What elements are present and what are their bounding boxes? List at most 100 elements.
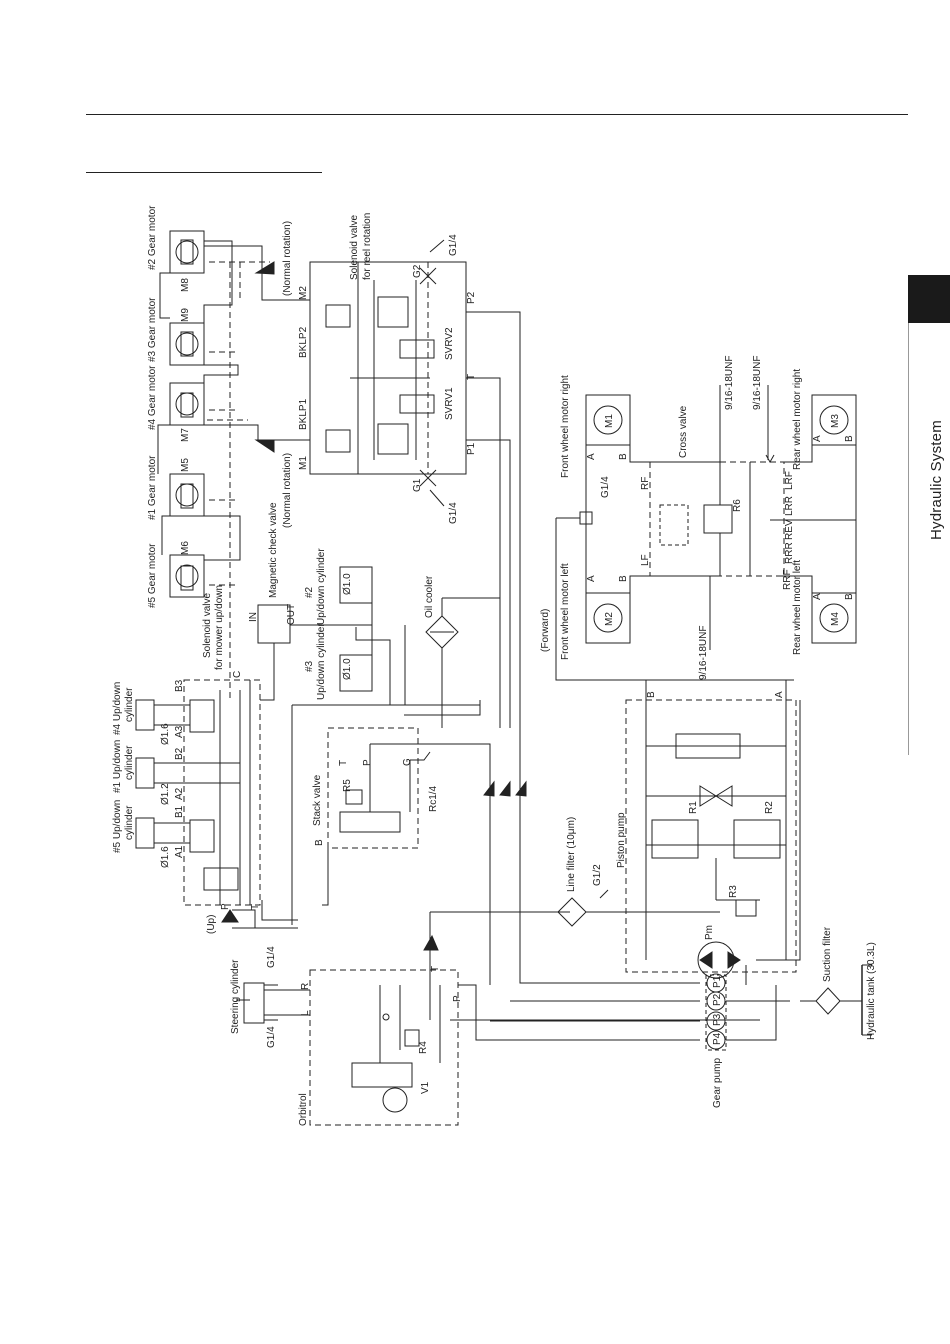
gear-motor-title-m6: #5 Gear motor: [147, 543, 158, 608]
rear-motor-right-a: A: [812, 435, 823, 442]
oil-cooler-label: Oil cooler: [424, 575, 435, 618]
orbitrol-t: T: [430, 966, 441, 972]
cross-valve-rf: RF: [640, 477, 651, 490]
line-filter-label: Line filter (10μm): [566, 817, 577, 892]
unf-label-1: 9/16-18UNF: [724, 356, 735, 410]
port-bklp1: BKLP1: [298, 398, 309, 430]
steering-port-r: R: [300, 983, 311, 990]
reel-motor-circuit: [157, 230, 521, 728]
port-m2: M2: [298, 286, 309, 300]
gear-pump-p3: P3: [712, 1013, 723, 1026]
front-motor-left-b: B: [618, 575, 629, 582]
rear-motor-left-b: B: [844, 593, 855, 600]
piston-a: A: [774, 691, 785, 698]
cross-valve-rev: REV: [784, 519, 795, 540]
gear-motor-title-m7: #4 Gear motor: [147, 365, 158, 430]
port-t-mower: T: [250, 904, 261, 910]
cyl-4-line2: cylinder: [124, 687, 135, 722]
port-bklp2: BKLP2: [298, 326, 309, 358]
front-motor-right: [585, 394, 631, 446]
cross-valve-lrf: LRF: [784, 471, 795, 490]
piston-pump-label: Piston pump: [616, 812, 627, 868]
cyl-4-dia: Ø1.6: [160, 723, 171, 745]
gear-motor-m8: [169, 230, 205, 274]
cyl-1-line1: #1 Up/down: [112, 740, 123, 793]
steering-circuit: [236, 911, 760, 1126]
steering-port-l: L: [300, 1010, 311, 1016]
updown-cyl-3-line1: #3: [304, 660, 315, 672]
rear-motor-right-id: M3: [830, 414, 841, 428]
gear-pump-p1: P1: [712, 975, 723, 988]
cross-valve-r6: R6: [732, 499, 743, 512]
front-motor-right-b: B: [618, 453, 629, 460]
rear-motor-left-a: A: [812, 593, 823, 600]
port-rc: Rc1/4: [428, 785, 439, 812]
gear-motor-title-m8: #2 Gear motor: [147, 205, 158, 270]
cyl-1-dia: Ø1.2: [160, 783, 171, 805]
cross-valve: [649, 461, 785, 577]
rear-motor-left-id: M4: [830, 612, 841, 626]
unf-label-2: 9/16-18UNF: [752, 356, 763, 410]
port-p2: P2: [466, 291, 477, 304]
cyl-1-line2: cylinder: [124, 745, 135, 780]
suction-filter: [815, 987, 841, 1015]
line-filter: [557, 897, 587, 927]
port-b2: B2: [174, 747, 185, 760]
front-motor-left-label: Front wheel motor left: [560, 563, 571, 660]
magnetic-check-in: IN: [248, 612, 259, 622]
gear-motor-m6: [169, 554, 205, 598]
piston-r3: R3: [728, 885, 739, 898]
magnetic-check-out: OUT: [286, 604, 297, 625]
up-label: (Up): [206, 915, 217, 934]
reel-solenoid-block: [309, 261, 467, 475]
rear-motor-left: [811, 592, 857, 644]
port-g1: G1: [412, 478, 423, 492]
orbitrol-r4: R4: [418, 1041, 429, 1054]
front-motor-left-id: M2: [604, 612, 615, 626]
port-c: C: [232, 671, 243, 678]
svrv2: SVRV2: [444, 327, 455, 360]
piston-pm: Pm: [704, 925, 715, 940]
steering-cylinder: [243, 982, 265, 1024]
steering-port-top: G1/4: [266, 946, 277, 968]
port-a1: A1: [174, 845, 185, 858]
updown-cyl-3-dia: Ø1.0: [342, 658, 353, 680]
port-b-stack: B: [314, 839, 325, 846]
forward-label: (Forward): [540, 609, 551, 652]
port-t-reel: T: [466, 374, 477, 380]
cross-valve-label: Cross valve: [678, 405, 689, 458]
unf-label-3: 9/16-18UNF: [698, 626, 709, 680]
port-a2: A2: [174, 787, 185, 800]
gear-pump-p4: P4: [712, 1032, 723, 1045]
front-motor-right-label: Front wheel motor right: [560, 375, 571, 478]
gear-motor-title-m9: #3 Gear motor: [147, 297, 158, 362]
tab-rule: [908, 323, 950, 755]
port-p1: P1: [466, 442, 477, 455]
stack-valve: [327, 727, 419, 849]
piston-pump: [625, 699, 797, 973]
port-t-stack: T: [338, 760, 349, 766]
motor-id-m9: M9: [180, 308, 191, 322]
updown-cyl-3-line2: Up/down cylinder: [316, 623, 327, 700]
orbitrol-p: P: [452, 995, 463, 1002]
port-g-stack: G: [402, 758, 413, 766]
mower-updown-circuit: [135, 566, 500, 929]
cross-valve-rrr: RRR: [784, 542, 795, 564]
stack-valve-circuit: [322, 727, 527, 985]
gear-motor-m5: [169, 473, 205, 517]
steering-label: Steering cylinder: [230, 959, 241, 1034]
gear-motor-title-m5: #1 Gear motor: [147, 455, 158, 520]
port-p-mower: P: [220, 903, 231, 910]
rear-motor-right-label: Rear wheel motor right: [792, 369, 803, 470]
magnetic-check-valve-label: Magnetic check valve: [268, 502, 279, 598]
cyl-5-line2: cylinder: [124, 805, 135, 840]
drive-circuit: [458, 385, 872, 1051]
updown-cyl-2-line1: #2: [304, 586, 315, 598]
motor-id-m7: M7: [180, 428, 191, 442]
gear-pump-label: Gear pump: [712, 1058, 723, 1108]
rear-motor-left-line1: Rear wheel motor left: [792, 560, 803, 655]
motor-id-m8: M8: [180, 278, 191, 292]
piston-r2: R2: [764, 801, 775, 814]
section-rule: [86, 172, 322, 173]
top-rule: [86, 114, 908, 115]
